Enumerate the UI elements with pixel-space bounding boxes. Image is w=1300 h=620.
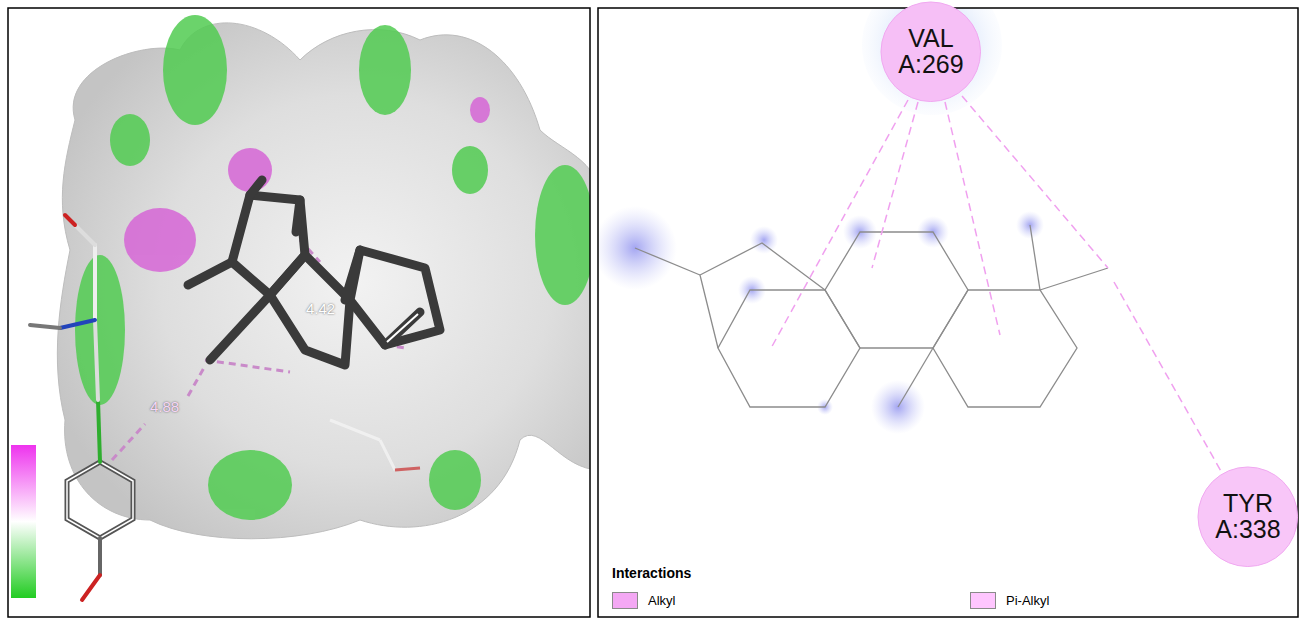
legend-swatch xyxy=(612,592,638,609)
circle-shape xyxy=(1198,467,1298,567)
circle-shape xyxy=(881,2,981,102)
legend-text: Pi-Alkyl xyxy=(1006,593,1049,608)
residue-label: TYR A:338 xyxy=(1210,491,1286,542)
residue-label: VAL A:269 xyxy=(893,26,969,77)
residue-circle: VAL A:269 xyxy=(880,1,982,103)
distance-label: 4.88 xyxy=(150,398,179,415)
solvent-blobs xyxy=(598,206,1044,434)
legend-swatch xyxy=(970,592,996,609)
panel-frame xyxy=(598,8,1298,617)
solvent-halo xyxy=(862,8,1002,115)
faint-sticks xyxy=(330,420,420,470)
legend-text: Alkyl xyxy=(648,593,675,608)
ligand-sticks xyxy=(188,180,440,365)
receptor-surface xyxy=(57,23,590,539)
interaction-lines xyxy=(112,240,405,460)
legend-title: Interactions xyxy=(612,565,691,581)
panel-frame xyxy=(8,8,590,617)
ligand-skeleton xyxy=(635,225,1108,407)
surface-view xyxy=(30,15,590,600)
residue-circle: TYR A:338 xyxy=(1197,466,1299,568)
distance-label: 4.42 xyxy=(306,300,335,317)
interaction-2d xyxy=(598,8,1226,480)
color-scale-bar xyxy=(11,445,36,598)
ligand-highlight xyxy=(387,314,418,342)
tyrosine-sticks xyxy=(30,215,133,600)
hydrophobic-patches xyxy=(75,15,590,520)
interaction-lines xyxy=(770,96,1226,480)
